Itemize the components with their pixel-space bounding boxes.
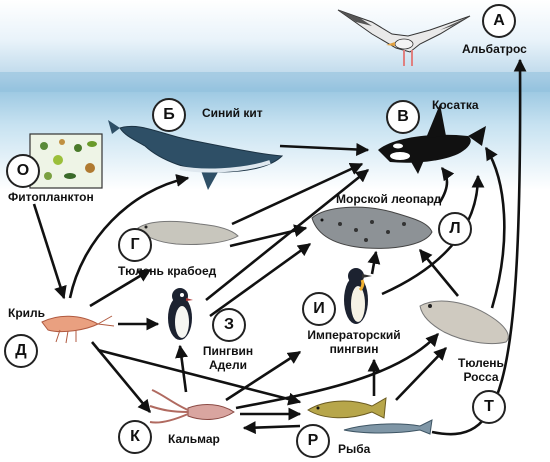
water-surface: [0, 72, 550, 92]
arrow-squid-emperor: [225, 350, 302, 402]
arrow-emperor-leopard: [367, 250, 381, 275]
label-emperor-penguin: Императорский пингвин: [292, 328, 416, 356]
arrow-whale-orca: [279, 142, 370, 156]
label-phytoplankton: Фитопланктон: [8, 190, 94, 204]
letter-circle-krill: Д: [4, 334, 38, 368]
label-adelie-line1: Пингвин: [202, 344, 254, 358]
label-albatross: Альбатрос: [462, 42, 527, 56]
orca-illustration: [378, 104, 486, 174]
label-leopard-seal: Морской леопард: [336, 192, 442, 206]
arrow-adelie-leopard: [209, 242, 312, 318]
emperor-penguin-illustration: [344, 268, 372, 324]
letter-circle-leopard-seal: Л: [438, 212, 472, 246]
label-krill: Криль: [8, 306, 46, 320]
arrow-krill-fish: [97, 348, 302, 406]
label-crabeater-seal: Тюлень крабоед: [118, 264, 217, 278]
arrow-fish-albatross: [431, 58, 527, 436]
arrow-ross-orca: [484, 146, 506, 309]
letter-circle-albatross: А: [482, 4, 516, 38]
label-squid: Кальмар: [168, 432, 220, 446]
ross-seal-illustration: [419, 300, 509, 345]
phytoplankton-illustration: [29, 133, 103, 189]
crabeater-seal-illustration: [137, 220, 239, 245]
arrow-krill-squid: [90, 341, 152, 414]
label-blue-whale: Синий кит: [202, 106, 263, 120]
letter-circle-ross-seal: Т: [472, 390, 506, 424]
letter-circle-blue-whale: Б: [152, 98, 186, 132]
arrow-krill-crabeater: [89, 268, 152, 308]
label-adelie-line2: Адели: [209, 358, 247, 372]
label-ross-line2: Росса: [463, 370, 499, 384]
label-ross-line1: Тюлень: [458, 356, 504, 370]
letter-circle-phytoplankton: О: [6, 154, 40, 188]
label-orca: Косатка: [432, 98, 479, 112]
label-emperor-line1: Императорский: [307, 328, 401, 342]
krill-illustration: [41, 315, 115, 344]
letter-circle-orca: В: [386, 100, 420, 134]
arrow-crabeater-orca: [231, 162, 364, 226]
letter-circle-squid: К: [118, 420, 152, 454]
albatross-illustration: [337, 9, 471, 66]
arrow-fish-ross: [395, 347, 447, 401]
label-emperor-line2: пингвин: [329, 342, 379, 356]
arrow-phyto-krill: [32, 203, 67, 300]
letter-circle-emperor-penguin: И: [302, 292, 336, 326]
letter-circle-crabeater-seal: Г: [118, 228, 152, 262]
arrow-adelie-orca: [205, 168, 370, 302]
arrow-leopard-orca: [438, 166, 455, 203]
label-ross-seal: Тюлень Росса: [452, 356, 510, 384]
label-adelie-penguin: Пингвин Адели: [201, 344, 255, 372]
arrow-fish-squid: [242, 421, 301, 435]
blue-whale-illustration: [108, 120, 284, 190]
squid-illustration: [149, 389, 235, 424]
arrow-squid-ross: [235, 333, 439, 410]
arrow-crabeater-leopard: [229, 224, 308, 248]
adelie-penguin-illustration: [168, 288, 193, 340]
leopard-seal-illustration: [311, 206, 433, 249]
fish-illustration: [307, 397, 433, 435]
arrow-ross-leopard: [418, 248, 460, 297]
arrow-squid-adelie: [175, 344, 188, 393]
letter-circle-fish: Р: [296, 424, 330, 458]
label-fish: Рыба: [338, 442, 371, 456]
arrow-krill-whale: [68, 174, 190, 299]
letter-circle-adelie-penguin: З: [212, 308, 246, 342]
